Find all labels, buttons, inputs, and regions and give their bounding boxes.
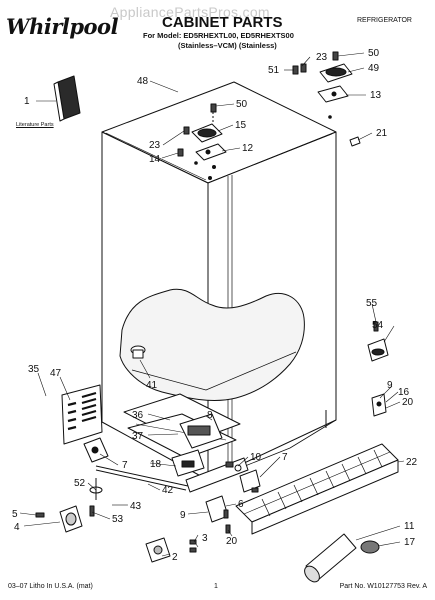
- appliance-category: REFRIGERATOR: [357, 17, 412, 24]
- callout-22: 22: [406, 457, 418, 468]
- page-title: CABINET PARTS: [162, 14, 283, 31]
- callout-53: 53: [112, 514, 124, 525]
- callout-35: 35: [28, 364, 40, 375]
- callout-49: 49: [368, 63, 380, 74]
- callout-9: 9: [387, 380, 393, 391]
- callout-20: 20: [226, 536, 238, 547]
- callout-4: 4: [14, 522, 20, 533]
- callout-41: 41: [146, 380, 158, 391]
- callout-43: 43: [130, 501, 142, 512]
- line-art: [19, 51, 405, 583]
- top-hinge-left: [177, 103, 227, 161]
- print-info: 03–07 Litho In U.S.A. (mat): [8, 583, 93, 590]
- hinge-shim: [349, 136, 361, 147]
- callout-7: 7: [282, 452, 288, 463]
- callout-6: 6: [238, 499, 244, 510]
- callout-16: 16: [398, 387, 410, 398]
- page-number: 1: [214, 583, 218, 590]
- door-closer-parts: [145, 469, 261, 563]
- callout-20: 20: [402, 397, 414, 408]
- callout-50: 50: [368, 48, 380, 59]
- callout-54: 54: [372, 320, 384, 331]
- base-assembly: [95, 393, 249, 493]
- callout-14: 14: [149, 154, 161, 165]
- callout-5: 5: [12, 509, 18, 520]
- callout-17: 17: [404, 537, 416, 548]
- callout-48: 48: [137, 76, 149, 87]
- callout-36: 36: [132, 410, 144, 421]
- brand-logo: Whirlpool: [6, 14, 119, 39]
- watermark-text: AppliancePartsPros.com: [110, 4, 270, 20]
- callout-23: 23: [149, 140, 161, 151]
- model-numbers: For Model: ED5RHEXTL00, ED5RHEXTS00: [143, 31, 294, 40]
- callout-15: 15: [235, 120, 247, 131]
- part-number: Part No. W10127753 Rev. A: [339, 583, 427, 590]
- callout-55: 55: [366, 298, 378, 309]
- callout-10: 10: [250, 452, 262, 463]
- callout-47: 47: [50, 368, 62, 379]
- callout-7: 7: [122, 460, 128, 471]
- callout-8: 8: [207, 410, 213, 421]
- leader-lines: [19, 52, 405, 557]
- callout-3: 3: [202, 533, 208, 544]
- left-leveling-parts: [35, 437, 109, 533]
- callout-37: 37: [132, 431, 144, 442]
- callout-51: 51: [268, 65, 280, 76]
- callout-21: 21: [376, 128, 388, 139]
- callout-9: 9: [180, 510, 186, 521]
- literature-booklet: [53, 75, 81, 122]
- callout-52: 52: [74, 478, 86, 489]
- callout-1: 1: [24, 96, 30, 107]
- callout-labels: 1 48 50 23 15 14 12 23 51 50 49 13 21 55…: [12, 48, 418, 563]
- callout-18: 18: [150, 459, 162, 470]
- water-filter: [304, 533, 380, 583]
- callout-13: 13: [370, 90, 382, 101]
- model-variants: (Stainless–VCM) (Stainless): [178, 41, 277, 50]
- callout-23: 23: [316, 52, 328, 63]
- callout-11: 11: [404, 521, 415, 532]
- callout-2: 2: [172, 552, 178, 563]
- callout-42: 42: [162, 485, 174, 496]
- top-hinge-right: [292, 51, 361, 147]
- callout-50: 50: [236, 99, 248, 110]
- condenser-coil: [235, 443, 399, 535]
- literature-parts-label: Literature Parts: [16, 122, 54, 128]
- callout-12: 12: [242, 143, 254, 154]
- bottom-hinge-right: [367, 321, 389, 417]
